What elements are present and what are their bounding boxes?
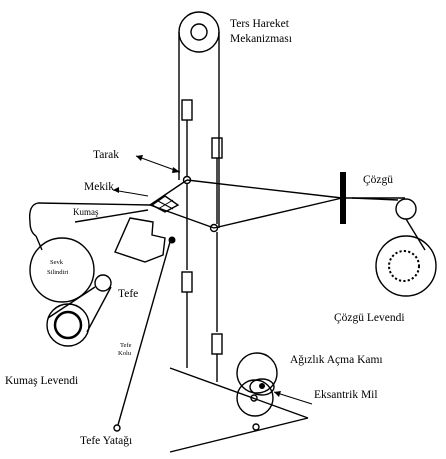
label-tefe-kolu-2: Kolu — [118, 350, 132, 357]
treadle-levers — [169, 367, 309, 453]
label-kumas: Kumaş — [73, 207, 99, 217]
warp-beam — [375, 235, 437, 297]
label-tefe-yatagi: Tefe Yatağı — [80, 435, 132, 447]
shedding-cam — [236, 352, 278, 431]
label-cozgu: Çözgü — [363, 174, 393, 186]
label-tefe-kolu-1: Tefe — [120, 342, 132, 349]
label-agizlik-acma-kami: Ağızlık Açma Kamı — [290, 354, 383, 366]
label-kumas-levendi: Kumaş Levendi — [5, 375, 78, 387]
cloth-beam — [46, 286, 112, 347]
label-mekik: Mekik — [84, 181, 114, 193]
heddle-frames — [181, 99, 223, 382]
label-silindiri: Silindiri — [47, 269, 69, 276]
label-mekanizmasi: Mekanizması — [230, 33, 292, 45]
shuttle — [150, 195, 180, 213]
sley-sword — [113, 241, 171, 432]
label-sevk: Sevk — [50, 259, 64, 266]
reverse-motion-pulley — [178, 11, 220, 228]
label-tefe: Tefe — [118, 288, 138, 300]
warp-shed — [149, 179, 405, 229]
label-cozgu-levendi: Çözgü Levendi — [334, 312, 405, 324]
leader-arrows — [112, 155, 313, 405]
label-ters-hareket: Ters Hareket — [230, 18, 290, 30]
labels: Ters Hareket Mekanizması Tarak Mekik Kum… — [5, 18, 405, 447]
take-up-roller — [29, 237, 112, 303]
cloth-path — [28, 202, 151, 251]
sley — [114, 217, 176, 263]
warp-back-rest — [340, 172, 426, 251]
label-tarak: Tarak — [93, 149, 119, 161]
label-eksantrik-mil: Eksantrik Mil — [314, 389, 378, 401]
